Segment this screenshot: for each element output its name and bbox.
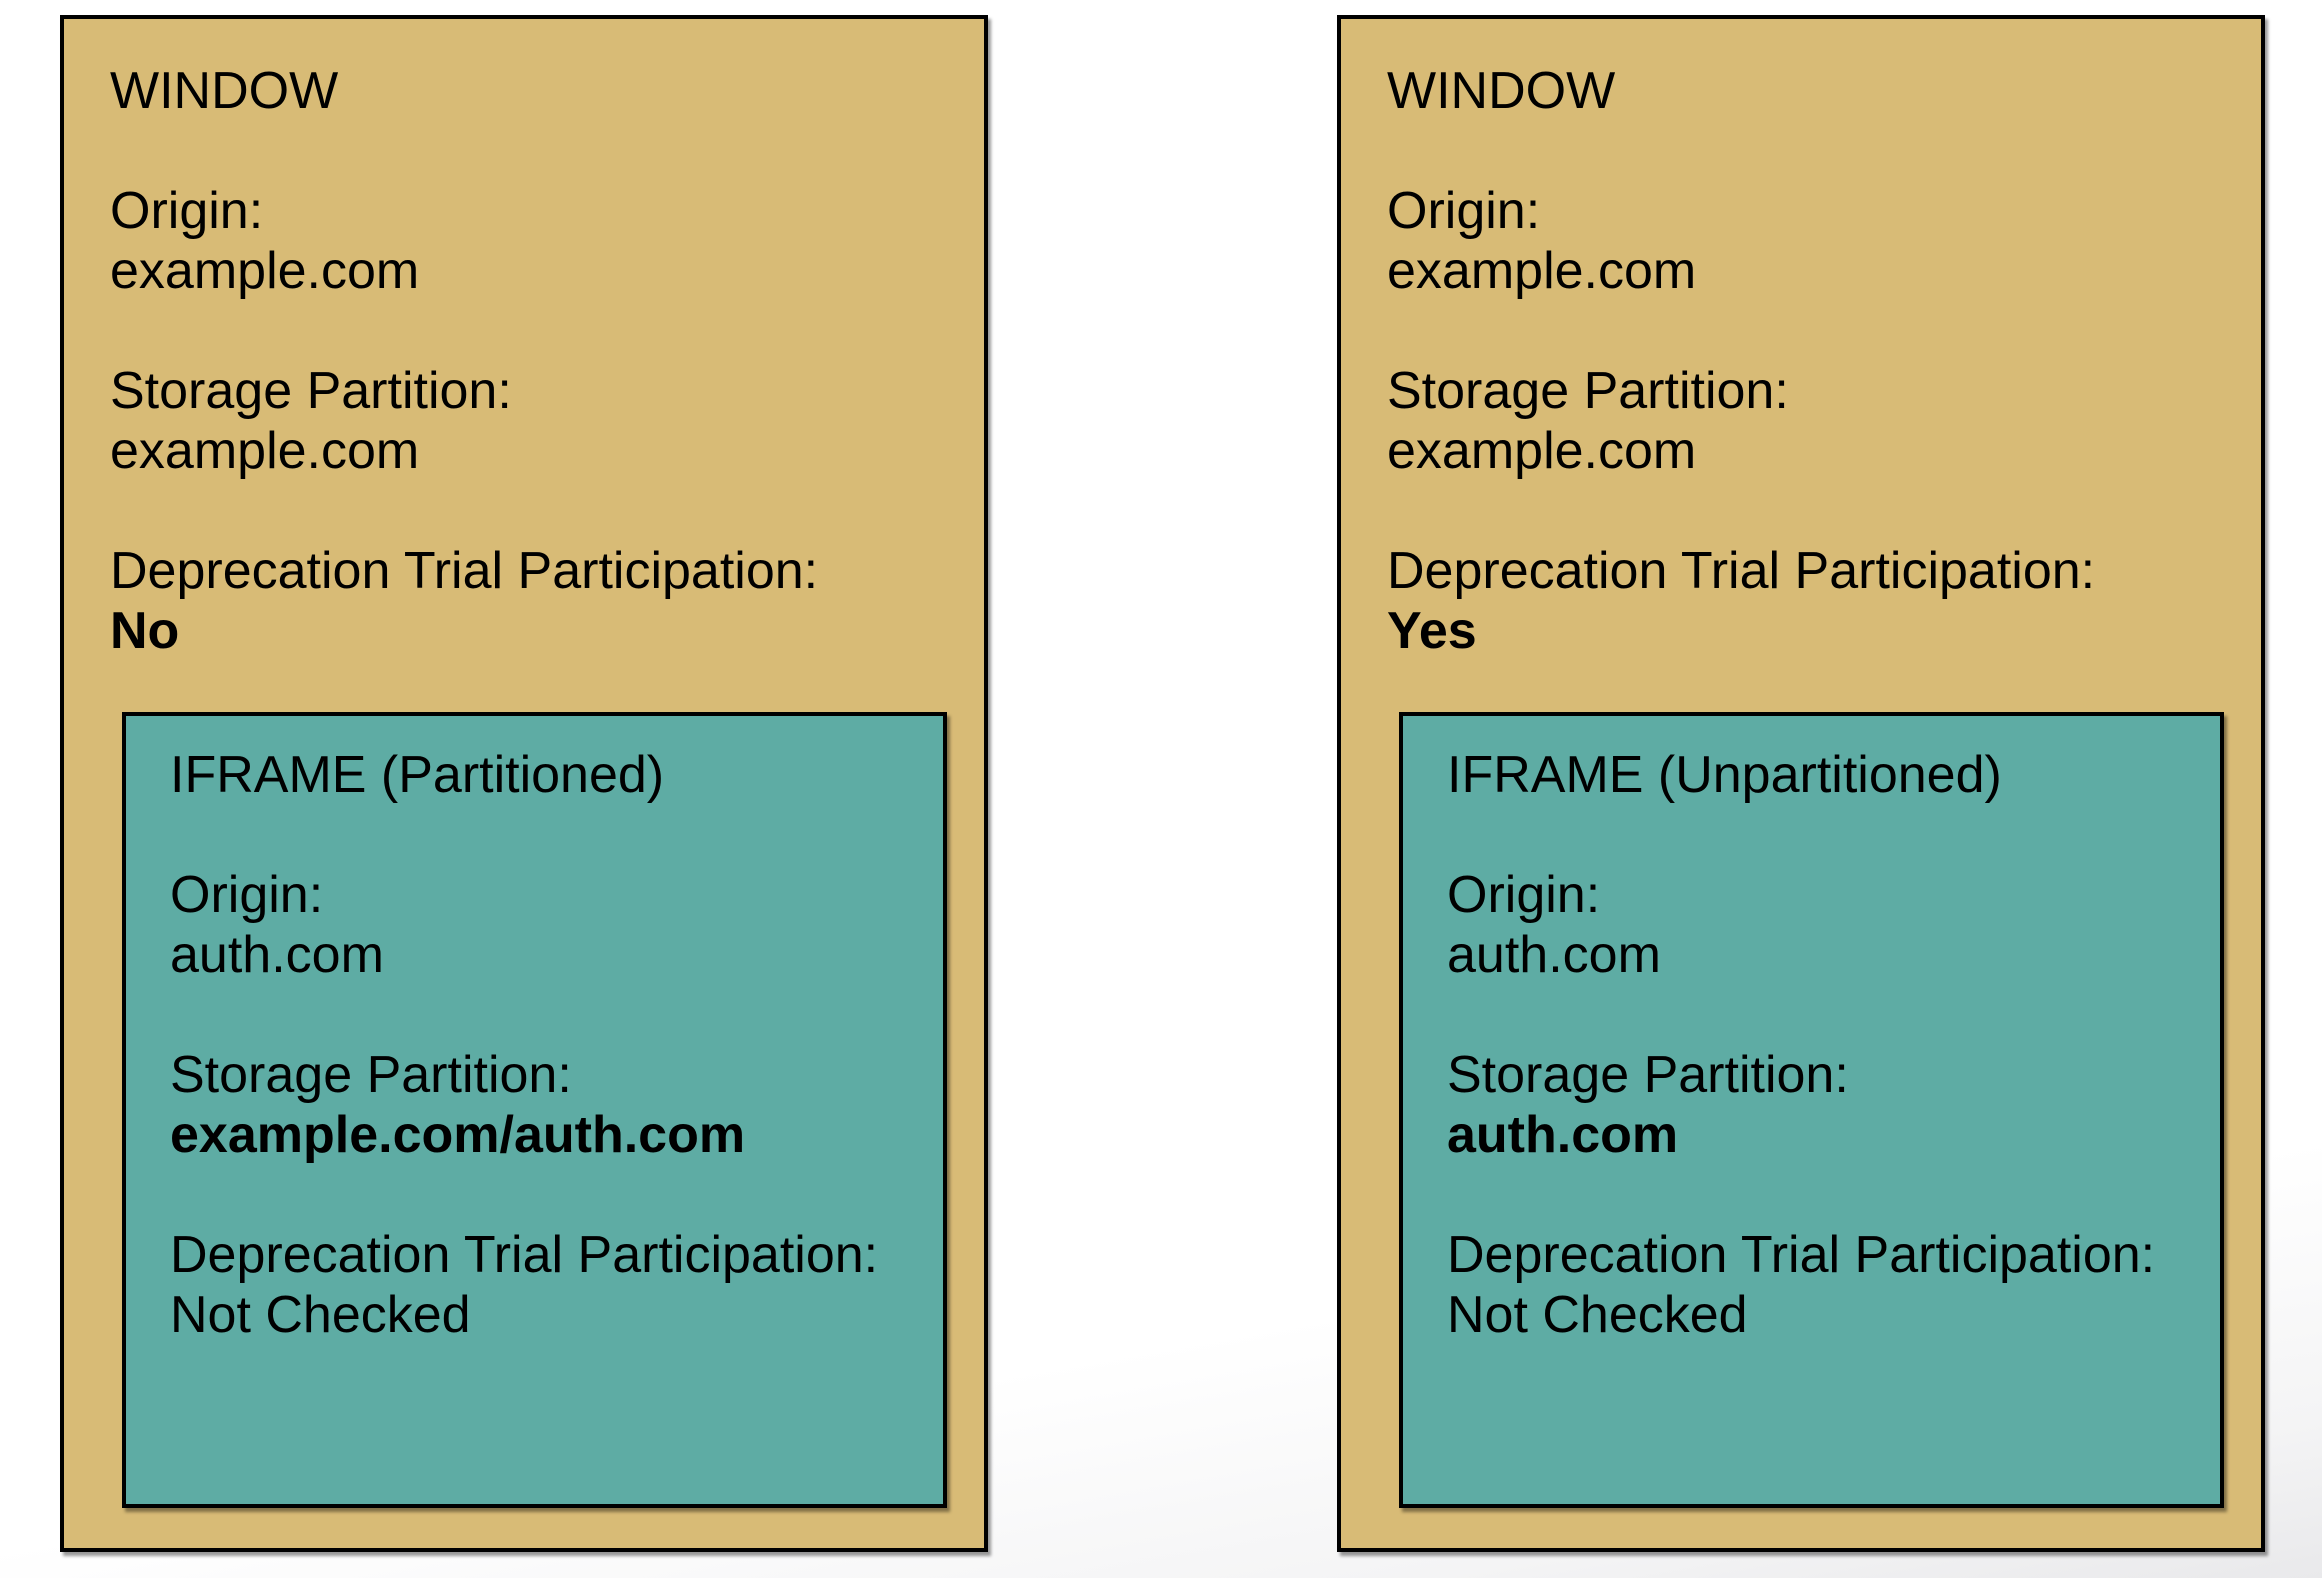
deprecation-trial-label: Deprecation Trial Participation: [110,542,819,600]
window-box-partitioned: WINDOW Origin: example.com Storage Parti… [60,15,988,1552]
iframe-box-partitioned: IFRAME (Partitioned) Origin: auth.com St… [122,712,947,1508]
origin-label: Origin: [1387,182,1541,240]
origin-value: auth.com [1447,926,1661,984]
deprecation-trial-value: Not Checked [170,1286,471,1344]
window-title: WINDOW [1387,62,1616,120]
spacer [110,121,954,181]
storage-partition-label: Storage Partition: [170,1046,572,1104]
spacer [1387,121,2231,181]
origin-value: example.com [1387,242,1697,300]
spacer [170,1165,933,1225]
deprecation-trial-value: No [110,602,180,660]
storage-partition-value: example.com/auth.com [170,1106,746,1164]
window-title: WINDOW [110,62,339,120]
window-box-unpartitioned: WINDOW Origin: example.com Storage Parti… [1337,15,2265,1552]
iframe-title: IFRAME (Partitioned) [170,746,665,804]
storage-partition-value: example.com [1387,422,1697,480]
deprecation-trial-label: Deprecation Trial Participation: [1387,542,2096,600]
spacer [170,805,933,865]
spacer [1447,1165,2210,1225]
origin-value: example.com [110,242,420,300]
spacer [170,985,933,1045]
origin-value: auth.com [170,926,384,984]
origin-label: Origin: [170,866,324,924]
spacer [1387,481,2231,541]
deprecation-trial-value: Not Checked [1447,1286,1748,1344]
iframe-box-unpartitioned: IFRAME (Unpartitioned) Origin: auth.com … [1399,712,2224,1508]
spacer [1447,805,2210,865]
iframe-title: IFRAME (Unpartitioned) [1447,746,2002,804]
deprecation-trial-label: Deprecation Trial Participation: [170,1226,879,1284]
spacer [1387,301,2231,361]
storage-partition-value: auth.com [1447,1106,1679,1164]
deprecation-trial-value: Yes [1387,602,1477,660]
origin-label: Origin: [1447,866,1601,924]
spacer [1447,985,2210,1045]
spacer [110,301,954,361]
storage-partition-value: example.com [110,422,420,480]
spacer [110,481,954,541]
storage-partition-label: Storage Partition: [1447,1046,1849,1104]
deprecation-trial-label: Deprecation Trial Participation: [1447,1226,2156,1284]
origin-label: Origin: [110,182,264,240]
storage-partition-label: Storage Partition: [1387,362,1789,420]
storage-partition-label: Storage Partition: [110,362,512,420]
